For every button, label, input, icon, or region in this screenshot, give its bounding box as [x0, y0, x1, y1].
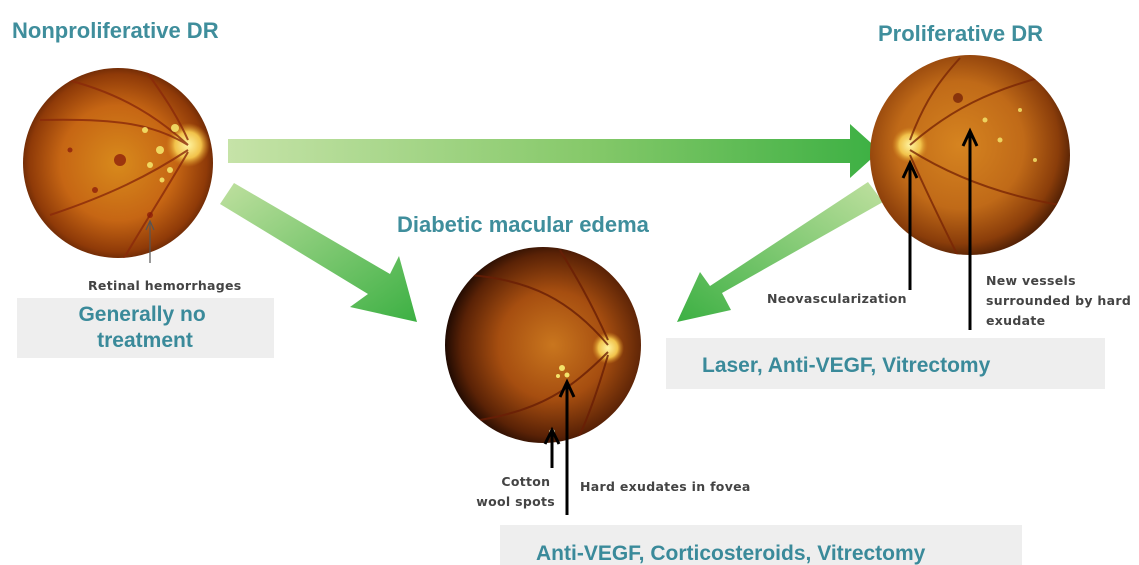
treatment-nonproliferative-line2: treatment [97, 329, 193, 352]
label-hard-exudates: Hard exudates in fovea [580, 479, 751, 494]
title-macular-edema: Diabetic macular edema [397, 212, 650, 237]
fundus-image-nonproliferative [23, 60, 213, 265]
treatment-macular-edema: Anti-VEGF, Corticosteroids, Vitrectomy [500, 525, 1022, 565]
label-retinal-hemorrhages: Retinal hemorrhages [88, 278, 242, 293]
arrow-to-proliferative [228, 124, 880, 178]
treatment-macular-edema-text: Anti-VEGF, Corticosteroids, Vitrectomy [536, 542, 926, 565]
title-nonproliferative: Nonproliferative DR [12, 18, 219, 43]
treatment-proliferative-text: Laser, Anti-VEGF, Vitrectomy [702, 354, 991, 377]
fundus-image-macular-edema [445, 247, 641, 445]
title-proliferative: Proliferative DR [878, 21, 1043, 46]
label-cotton-wool-spots: Cotton wool spots [476, 474, 555, 509]
label-neovascularization: Neovascularization [767, 291, 907, 306]
treatment-proliferative: Laser, Anti-VEGF, Vitrectomy [666, 338, 1105, 389]
treatment-nonproliferative: Generally no treatment [17, 298, 274, 358]
label-new-vessels: New vessels surrounded by hard exudate [986, 273, 1136, 328]
treatment-nonproliferative-line1: Generally no [78, 303, 205, 326]
